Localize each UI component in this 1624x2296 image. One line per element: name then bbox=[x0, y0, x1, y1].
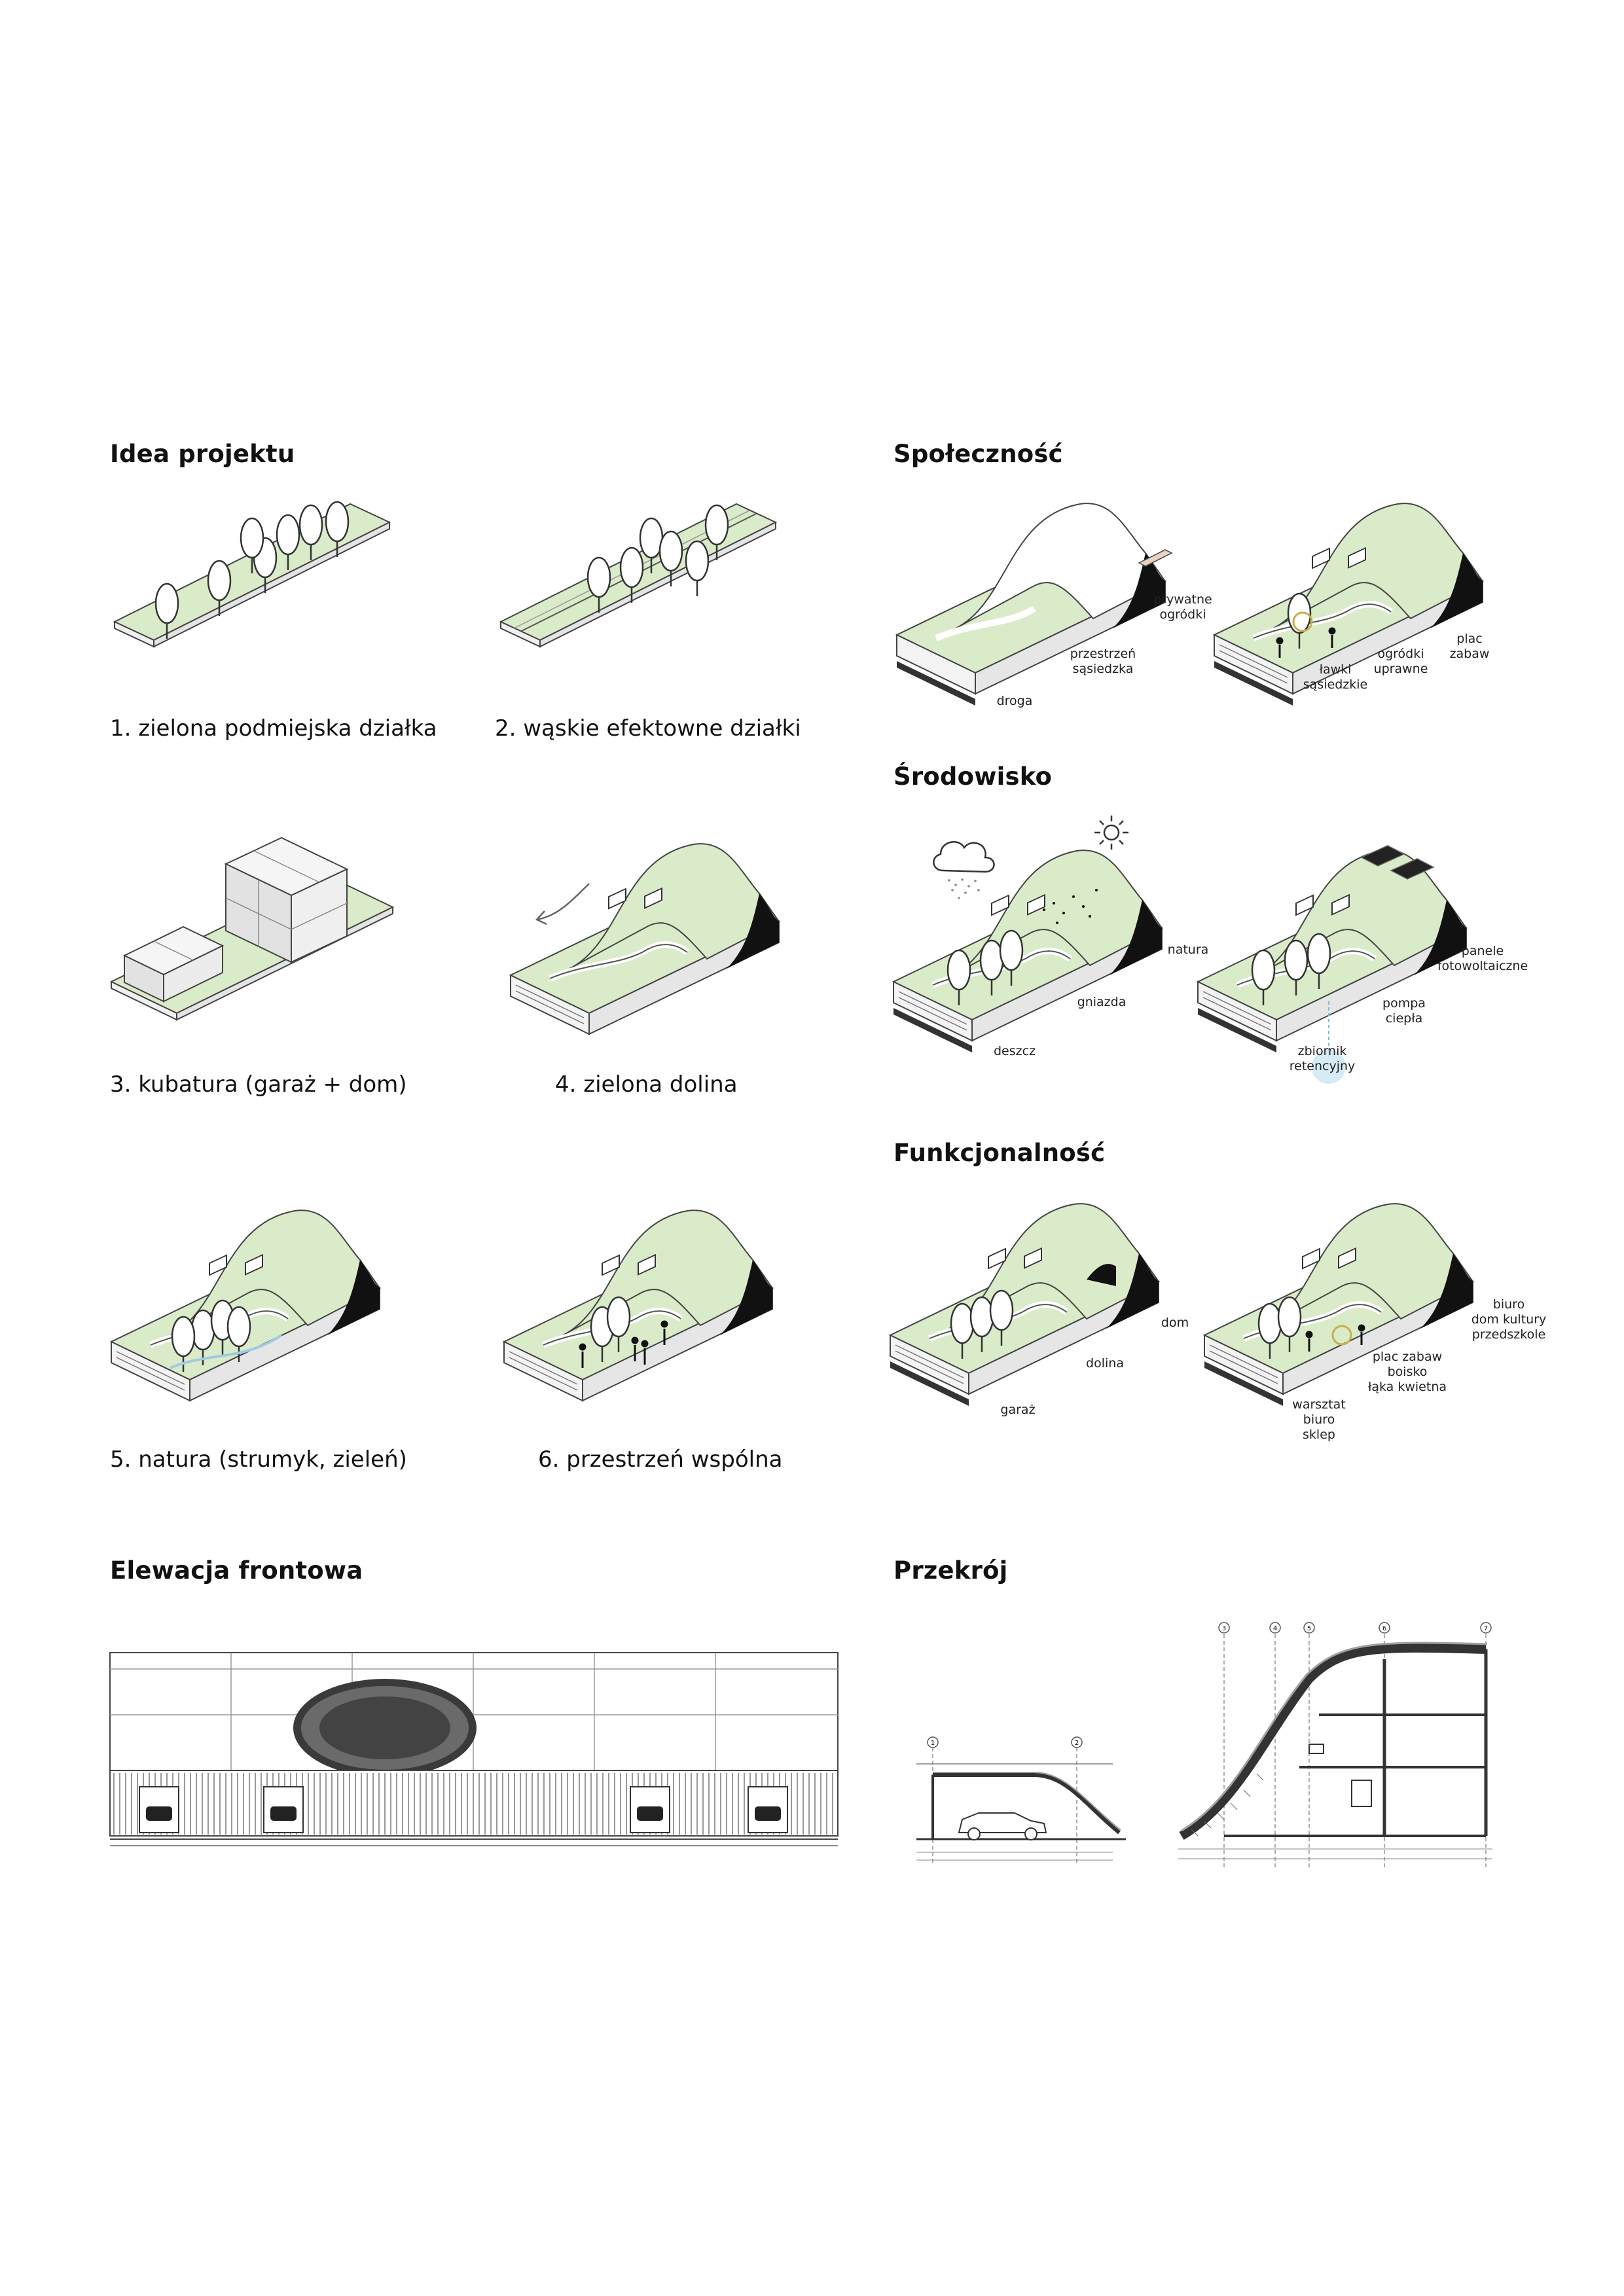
grid-axis-label: 5 bbox=[1307, 1625, 1311, 1632]
label-rain: deszcz bbox=[992, 1044, 1038, 1059]
grid-axis-label: 2 bbox=[1075, 1740, 1079, 1747]
section-title-section: Przekrój bbox=[893, 1556, 1008, 1585]
idea-step-caption: 4. zielona dolina bbox=[555, 1071, 738, 1098]
grid-axis-label: 3 bbox=[1222, 1625, 1226, 1632]
idea-diagram-3 bbox=[111, 844, 399, 1034]
section-title-community: Społeczność bbox=[893, 440, 1063, 468]
section-small-garage: 1 2 bbox=[916, 1734, 1132, 1872]
label-private-gardens: prywatne ogródki bbox=[1147, 592, 1219, 622]
idea-step-caption: 5. natura (strumyk, zieleń) bbox=[110, 1446, 407, 1473]
label-valley: dolina bbox=[1079, 1356, 1131, 1371]
label-workshop: warsztat biuro sklep bbox=[1286, 1397, 1352, 1442]
idea-diagram-4 bbox=[511, 844, 785, 1041]
label-garage: garaż bbox=[995, 1403, 1041, 1418]
label-office-culture: biuro dom kultury przedszkole bbox=[1466, 1297, 1551, 1342]
grid-axis-label: 4 bbox=[1273, 1625, 1277, 1632]
section-large-house: 3 4 5 6 7 bbox=[1178, 1620, 1506, 1872]
label-playground: plac zabaw bbox=[1447, 632, 1492, 662]
idea-step-caption: 2. wąskie efektowne działki bbox=[495, 715, 801, 742]
label-nests: gniazda bbox=[1072, 995, 1131, 1010]
label-heat-pump: pompa ciepła bbox=[1375, 996, 1434, 1026]
idea-diagram-1 bbox=[115, 504, 396, 655]
idea-step-caption: 1. zielona podmiejska działka bbox=[110, 715, 437, 742]
label-neighbour-space: przestrzeń sąsiedzka bbox=[1064, 647, 1142, 677]
section-title-environment: Środowisko bbox=[893, 762, 1052, 791]
environment-diagram-nature bbox=[880, 812, 1182, 1047]
label-solar-panels: panele fotowoltaiczne bbox=[1434, 944, 1532, 974]
grid-axis-label: 1 bbox=[931, 1740, 935, 1747]
idea-diagram-6 bbox=[504, 1211, 785, 1407]
section-title-functionality: Funkcjonalność bbox=[893, 1139, 1105, 1167]
grid-axis-label: 6 bbox=[1382, 1625, 1386, 1632]
idea-step-caption: 3. kubatura (garaż + dom) bbox=[110, 1071, 407, 1098]
functionality-diagram-house bbox=[890, 1204, 1178, 1420]
idea-step-caption: 6. przestrzeń wspólna bbox=[538, 1446, 782, 1473]
section-title-idea: Idea projektu bbox=[110, 440, 295, 468]
idea-diagram-5 bbox=[111, 1211, 393, 1407]
label-road: droga bbox=[992, 694, 1038, 709]
idea-diagram-2 bbox=[501, 504, 782, 655]
label-gardens: ogródki uprawne bbox=[1371, 647, 1430, 677]
label-benches: ławki sąsiedzkie bbox=[1299, 662, 1371, 692]
label-play-field: plac zabaw boisko łąka kwietna bbox=[1365, 1350, 1450, 1394]
grid-axis-label: 7 bbox=[1484, 1625, 1488, 1632]
label-retention-tank: zbiornik retencyjny bbox=[1286, 1044, 1358, 1074]
section-title-elevation: Elewacja frontowa bbox=[110, 1556, 363, 1585]
sun-icon bbox=[1092, 813, 1131, 852]
label-house: dom bbox=[1155, 1316, 1195, 1331]
front-elevation-drawing bbox=[110, 1653, 838, 1849]
